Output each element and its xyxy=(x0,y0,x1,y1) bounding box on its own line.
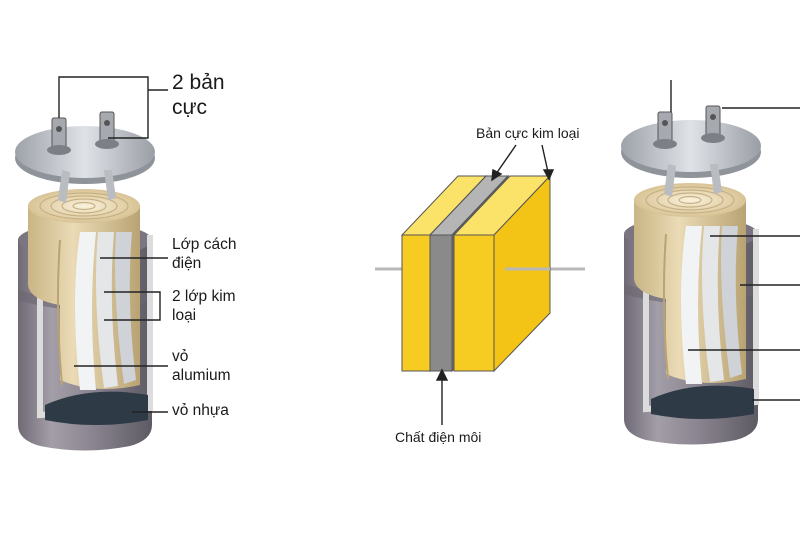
right-callout-lines xyxy=(670,80,800,401)
left-plate xyxy=(401,234,431,372)
plates-label-line2: cực xyxy=(172,96,208,119)
left-capacitor-illustration xyxy=(15,112,155,451)
separator-label-line1: Lớp cách xyxy=(172,236,237,253)
plates-label-line1: 2 bản xyxy=(172,71,225,94)
foils-label-line2: loại xyxy=(172,307,197,324)
dielectric-label: Chất điện môi xyxy=(395,429,482,445)
foils-bracket-line xyxy=(104,291,161,321)
dielectric-layer xyxy=(429,234,453,372)
foils-label-line1: 2 lớp kim xyxy=(172,288,236,305)
center-callout-arrows xyxy=(435,144,555,425)
plastic-label: vỏ nhựa xyxy=(172,402,229,419)
separator-label-line2: điện xyxy=(172,255,202,272)
aluminum-label-line2: alumium xyxy=(172,367,231,384)
metal-plates-label: Bản cực kim loại xyxy=(476,125,580,141)
plates-bracket-line xyxy=(58,76,149,139)
aluminum-label-line1: vỏ xyxy=(172,348,189,365)
right-plate xyxy=(453,234,495,372)
plate-capacitor-illustration xyxy=(375,174,585,373)
left-callout-lines xyxy=(58,76,168,413)
right-capacitor-illustration xyxy=(621,106,761,445)
